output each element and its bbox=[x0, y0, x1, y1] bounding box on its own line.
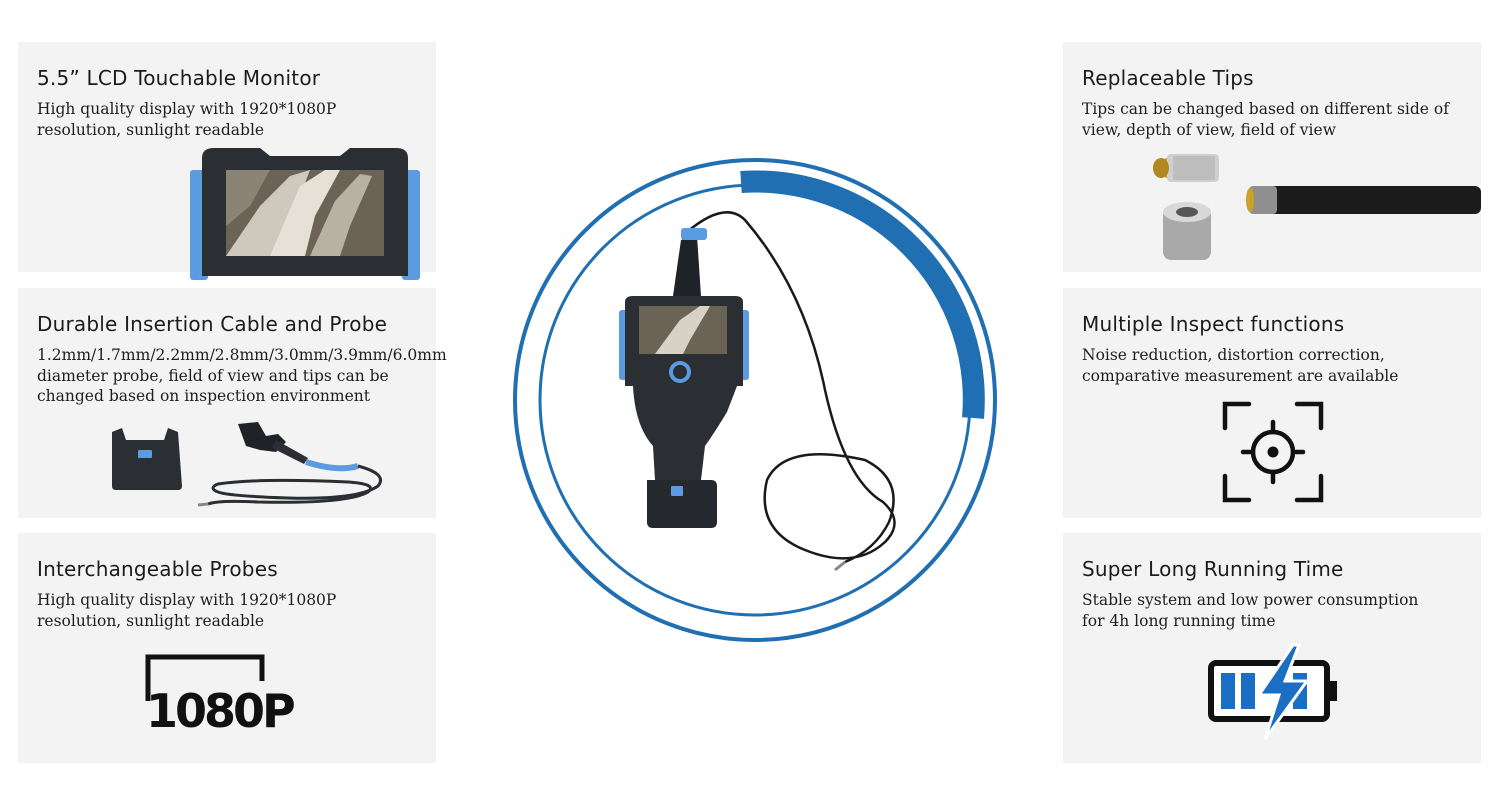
replaceable-tips-image bbox=[1153, 154, 1481, 260]
feature-description: High quality display with 1920*1080P res… bbox=[37, 100, 337, 139]
feature-title: Durable Insertion Cable and Probe bbox=[37, 312, 388, 336]
feature-description: 1.2mm/1.7mm/2.2mm/2.8mm/3.0mm/3.9mm/6.0m… bbox=[37, 346, 447, 405]
feature-card-lcd-monitor: 5.5” LCD Touchable Monitor High quality … bbox=[18, 42, 436, 280]
feature-title: Interchangeable Probes bbox=[37, 557, 278, 581]
feature-card-inspect-functions: Multiple Inspect functions Noise reducti… bbox=[1063, 288, 1481, 518]
feature-description: High quality display with 1920*1080P res… bbox=[37, 591, 337, 630]
badge-label: 1080P bbox=[146, 684, 294, 738]
feature-card-running-time: Super Long Running Time Stable system an… bbox=[1063, 533, 1481, 763]
feature-description: Noise reduction, distortion correction, … bbox=[1082, 346, 1399, 385]
feature-title: Super Long Running Time bbox=[1082, 557, 1344, 581]
videoscope-product-image bbox=[513, 158, 997, 642]
feature-title: 5.5” LCD Touchable Monitor bbox=[37, 66, 321, 90]
crosshair-focus-icon bbox=[1222, 401, 1324, 503]
feature-description: Tips can be changed based on different s… bbox=[1082, 100, 1449, 139]
feature-title: Multiple Inspect functions bbox=[1082, 312, 1345, 336]
feature-description: Stable system and low power consumption … bbox=[1082, 591, 1419, 630]
probe-cable-image bbox=[112, 422, 382, 507]
1080p-badge-icon: 1080P bbox=[145, 654, 297, 738]
battery-charging-icon bbox=[1208, 643, 1337, 740]
feature-card-insertion-cable: Durable Insertion Cable and Probe 1.2mm/… bbox=[18, 288, 447, 518]
feature-card-interchangeable-probes: Interchangeable Probes High quality disp… bbox=[18, 533, 436, 763]
feature-card-replaceable-tips: Replaceable Tips Tips can be changed bas… bbox=[1063, 42, 1481, 272]
feature-title: Replaceable Tips bbox=[1082, 66, 1254, 90]
lcd-monitor-image bbox=[190, 148, 420, 280]
